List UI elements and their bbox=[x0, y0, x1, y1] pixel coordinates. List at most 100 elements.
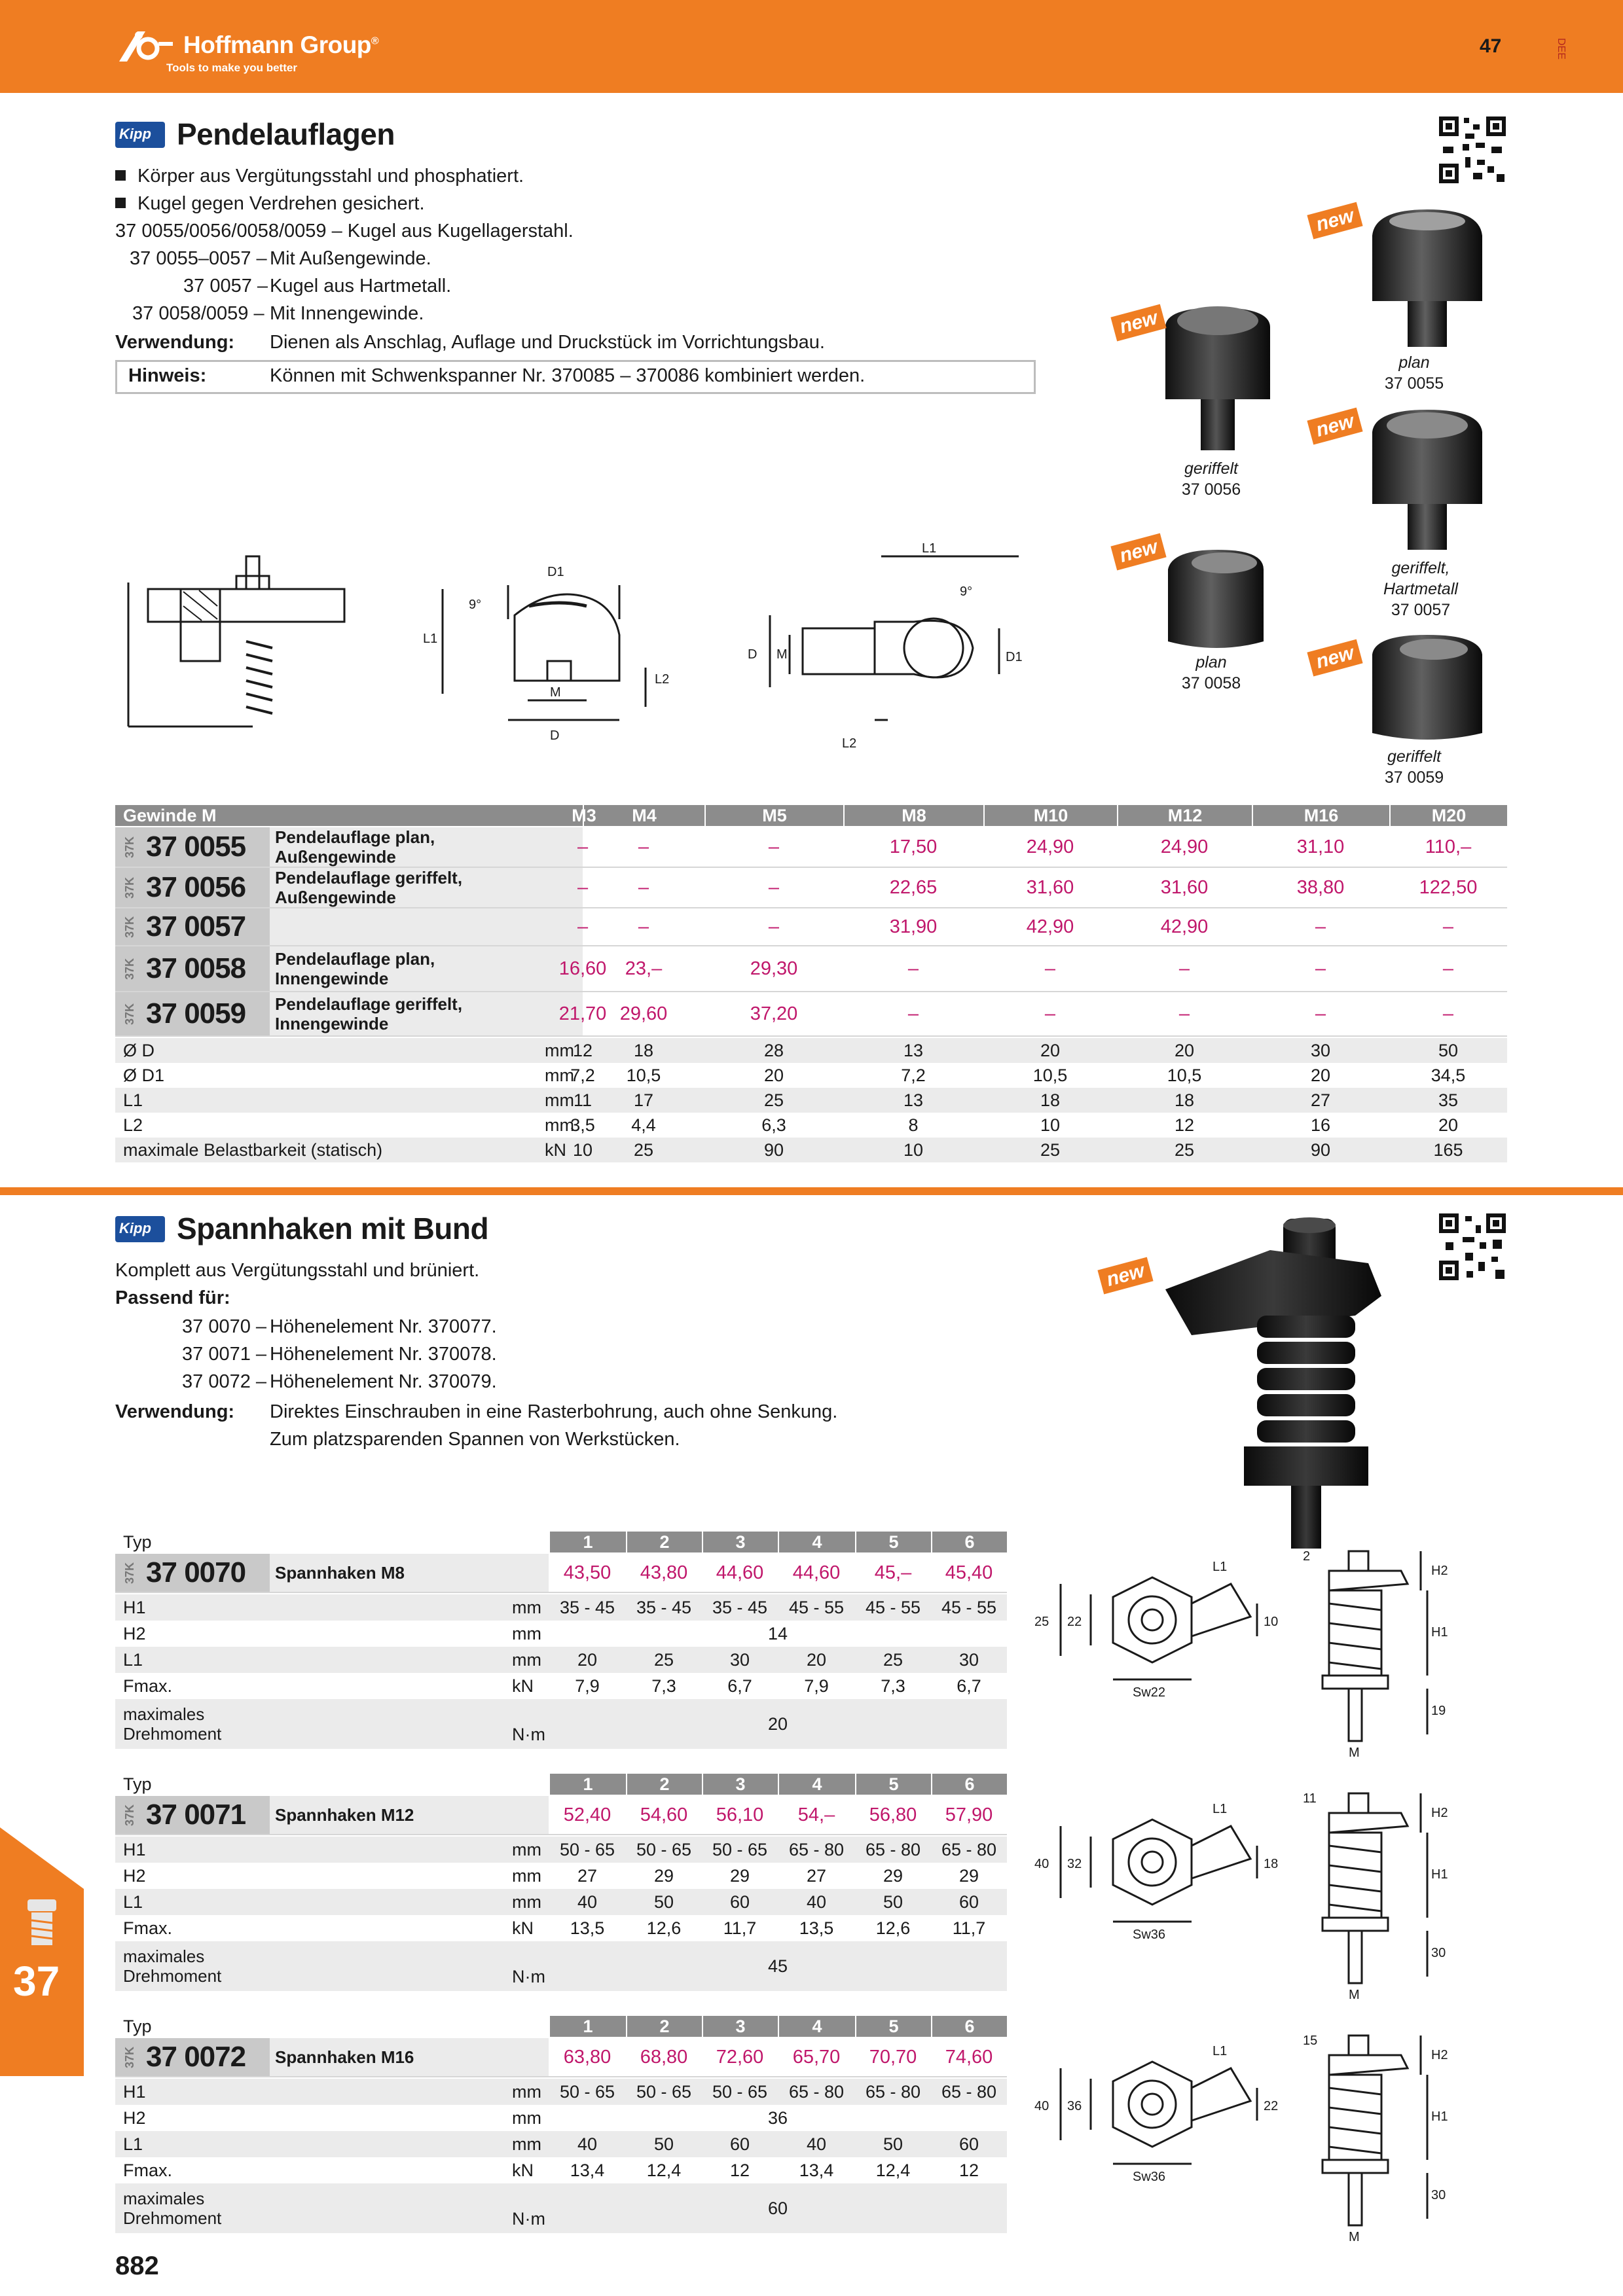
price-cell: 17,50 bbox=[889, 836, 938, 857]
dimension-cell: 30 bbox=[958, 1649, 979, 1670]
svg-text:M: M bbox=[1349, 1988, 1360, 2002]
svg-text:Sw36: Sw36 bbox=[1133, 1928, 1165, 1942]
svg-text:L1: L1 bbox=[1213, 1560, 1227, 1574]
dimension-cell: 16 bbox=[1310, 1115, 1331, 1135]
drawing-side-view: 15 H2 H1 30 M bbox=[1303, 2022, 1499, 2248]
header-cell: 4 bbox=[778, 1774, 855, 1795]
svg-text:D: D bbox=[748, 647, 757, 662]
header-cell: M16 bbox=[1252, 805, 1389, 826]
use-label: Verwendung: bbox=[115, 332, 235, 353]
qr-code-1[interactable] bbox=[1436, 114, 1508, 186]
dimension-unit: mm bbox=[512, 1892, 541, 1912]
dimension-cell: 20 bbox=[763, 1065, 784, 1085]
svg-text:9°: 9° bbox=[469, 598, 481, 612]
dimension-cell: 12 bbox=[958, 2160, 979, 2180]
svg-text:H2: H2 bbox=[1431, 1564, 1448, 1578]
torque-unit: N·m bbox=[512, 1967, 545, 1986]
use-text: Dienen als Anschlag, Auflage und Druckst… bbox=[270, 332, 825, 353]
price-cell: 29,60 bbox=[619, 1003, 668, 1024]
chapter-code: 37K bbox=[123, 1562, 137, 1584]
svg-text:L1: L1 bbox=[423, 632, 437, 646]
article-number: 37 0059 bbox=[146, 997, 246, 1030]
dimension-cell: 7,3 bbox=[881, 1676, 905, 1696]
price-cell: 122,50 bbox=[1419, 876, 1478, 898]
desc-line-1: Komplett aus Vergütungsstahl und brünier… bbox=[115, 1260, 480, 1281]
price-cell: – bbox=[638, 876, 649, 898]
chapter-code: 37K bbox=[123, 836, 137, 858]
dimension-cell: 20 bbox=[1310, 1065, 1331, 1085]
price-cell: 65,70 bbox=[792, 2046, 841, 2068]
dimension-cell: 25 bbox=[633, 1139, 654, 1160]
spec-line-3-key: 37 0057 – bbox=[183, 276, 268, 296]
dimension-cell: 65 - 80 bbox=[788, 2081, 845, 2102]
qr-code-icon bbox=[1436, 114, 1508, 186]
price-cell: – bbox=[1442, 958, 1454, 979]
drawing-side-view: 11 H2 H1 30 M bbox=[1303, 1780, 1499, 2006]
header-cell: 6 bbox=[931, 2016, 1007, 2037]
drawing-top-view: 40 36 22 Sw36 L1 bbox=[1034, 2029, 1309, 2202]
dimension-cell: 11,7 bbox=[952, 1918, 986, 1938]
use-text-2a: Direktes Einschrauben in eine Rasterbohr… bbox=[270, 1401, 838, 1422]
product-photo-370056 bbox=[1165, 306, 1270, 450]
dimension-cell: 25 bbox=[1174, 1139, 1195, 1160]
fit-1-val: Höhenelement Nr. 370077. bbox=[270, 1316, 497, 1337]
price-cell: 56,80 bbox=[869, 1804, 917, 1825]
price-cell: 24,90 bbox=[1160, 836, 1209, 857]
header-cell: 2 bbox=[626, 1774, 702, 1795]
price-cell: – bbox=[1178, 958, 1190, 979]
section-divider bbox=[0, 1187, 1623, 1195]
dimension-cell: 50 - 65 bbox=[636, 2081, 692, 2102]
header-label: Gewinde M bbox=[123, 805, 217, 825]
dimension-cell: 25 bbox=[653, 1649, 674, 1670]
fit-1-key: 37 0070 – bbox=[182, 1316, 267, 1337]
dimension-cell: 28 bbox=[763, 1040, 784, 1060]
chapter-code: 37K bbox=[123, 1003, 137, 1025]
price-cell: – bbox=[638, 836, 649, 857]
dimension-cell: 12,4 bbox=[875, 2160, 911, 2180]
new-badge: new bbox=[1307, 639, 1363, 677]
header-cell: M20 bbox=[1389, 805, 1507, 826]
svg-text:40: 40 bbox=[1034, 1857, 1049, 1871]
chapter-tab[interactable] bbox=[0, 1827, 84, 2076]
svg-text:D: D bbox=[550, 728, 559, 743]
header-cell: M8 bbox=[843, 805, 983, 826]
spec-line-2-val: Mit Außengewinde. bbox=[270, 248, 431, 269]
qr-code-2[interactable] bbox=[1436, 1211, 1508, 1283]
dimension-unit: mm bbox=[512, 1839, 541, 1859]
dimension-label: Fmax. bbox=[123, 2160, 173, 2180]
dimension-cell: 7,3 bbox=[651, 1676, 676, 1696]
hoffmann-logo[interactable]: Hoffmann Group® Tools to make you better bbox=[115, 26, 390, 85]
dimension-unit: kN bbox=[512, 1676, 534, 1696]
dimension-cell: 65 - 80 bbox=[788, 1839, 845, 1859]
chapter-code: 37K bbox=[123, 2046, 137, 2068]
price-cell: 29,30 bbox=[750, 958, 798, 979]
dimension-cell: 35 bbox=[1438, 1090, 1459, 1110]
price-cell: 31,60 bbox=[1026, 876, 1074, 898]
price-cell: – bbox=[1044, 1003, 1056, 1024]
dimension-cell: 12 bbox=[1174, 1115, 1195, 1135]
svg-text:Sw22: Sw22 bbox=[1133, 1685, 1165, 1700]
dimension-label: Ø D bbox=[123, 1040, 155, 1060]
dimension-cell: 65 - 80 bbox=[865, 1839, 921, 1859]
row-separator bbox=[115, 991, 1507, 992]
price-cell: 70,70 bbox=[869, 2046, 917, 2068]
row-separator bbox=[115, 1592, 1007, 1593]
svg-text:H2: H2 bbox=[1431, 1806, 1448, 1820]
dimension-unit: mm bbox=[545, 1090, 574, 1110]
brand-name: Hoffmann Group® bbox=[183, 31, 379, 58]
dimension-cell: 45 - 55 bbox=[941, 1597, 997, 1617]
price-cell: 74,60 bbox=[945, 2046, 993, 2068]
